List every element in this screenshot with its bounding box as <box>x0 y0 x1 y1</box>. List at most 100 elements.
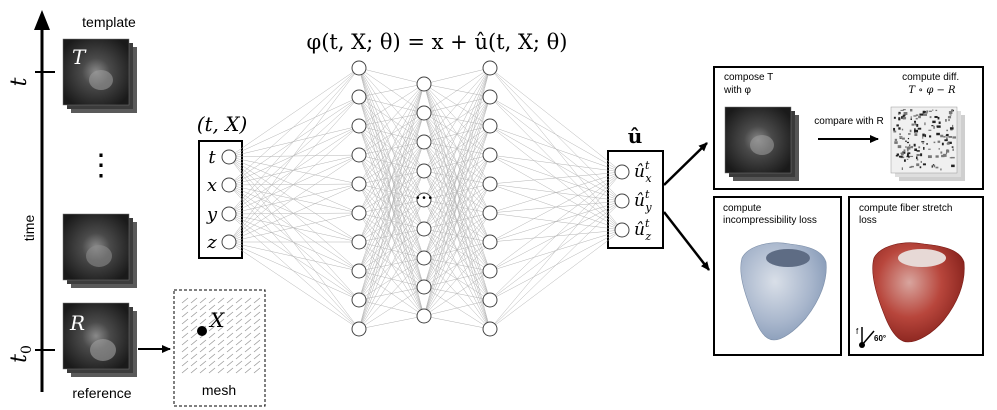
noise-speck <box>906 146 911 150</box>
mesh-segment <box>181 318 189 325</box>
network-edge <box>228 156 360 301</box>
network-edge <box>228 183 360 243</box>
noise-speck <box>907 149 909 152</box>
noise-speck <box>914 148 918 151</box>
noise-speck <box>935 109 938 112</box>
input-node <box>221 206 237 222</box>
mesh-segment <box>199 304 207 311</box>
hidden-node <box>416 134 432 150</box>
hidden-node <box>351 147 367 163</box>
network-edge <box>228 241 360 330</box>
noise-speck <box>908 133 911 135</box>
hidden-node <box>416 105 432 121</box>
mesh-segment <box>199 318 207 325</box>
network-edge <box>228 154 360 158</box>
reference-label: reference <box>72 385 131 401</box>
mesh-segment <box>244 367 252 374</box>
noise-speck <box>910 155 914 158</box>
mesh-segment <box>217 332 225 339</box>
frames-ellipsis: ⋮ <box>86 148 116 183</box>
mesh-point-label: X <box>208 308 225 332</box>
compose-panel: compose T with φ compare with R compute … <box>713 66 984 190</box>
noise-speck <box>901 137 905 140</box>
mesh-segment <box>199 297 207 304</box>
noise-speck <box>902 151 906 154</box>
mesh-segment <box>208 353 216 360</box>
noise-speck <box>941 154 945 158</box>
noise-speck <box>937 116 940 120</box>
mesh-segment <box>208 339 216 346</box>
network-edge <box>423 183 491 317</box>
mesh-segment <box>208 325 216 332</box>
mesh-segment <box>217 325 225 332</box>
incompressibility-panel: compute incompressibility loss <box>713 196 842 356</box>
network-edge <box>228 154 360 243</box>
difference-image-stack <box>890 106 965 181</box>
network-edge <box>228 125 360 243</box>
network-edge <box>228 241 360 301</box>
noise-speck <box>940 134 944 138</box>
fiber-axis-diagonal <box>861 330 875 346</box>
mesh-segment <box>208 304 216 311</box>
noise-speck <box>945 152 948 155</box>
mesh-segment <box>190 353 198 360</box>
mesh-segment <box>253 304 261 311</box>
noise-speck <box>898 127 901 130</box>
noise-speck <box>936 132 940 136</box>
mesh-segment <box>199 346 207 353</box>
output-node <box>614 193 630 209</box>
noise-speck <box>951 164 955 168</box>
hidden-node <box>482 89 498 105</box>
mesh-segment <box>181 360 189 367</box>
noise-speck <box>943 136 946 138</box>
noise-speck <box>943 153 947 157</box>
noise-speck <box>893 130 897 133</box>
noise-speck <box>934 115 938 118</box>
mesh-segment <box>244 332 252 339</box>
noise-speck <box>950 109 954 112</box>
noise-speck <box>947 116 952 119</box>
noise-speck <box>899 137 902 139</box>
input-label: y <box>206 204 218 225</box>
mesh-segment <box>226 311 234 318</box>
mesh-segment <box>244 325 252 332</box>
network-edge <box>228 96 360 243</box>
reference-image-stack <box>62 302 137 377</box>
heart-cavity-blue <box>766 249 810 267</box>
noise-speck <box>918 146 921 149</box>
noise-speck <box>909 129 912 133</box>
network-edge <box>358 315 425 330</box>
mesh-segment <box>181 304 189 311</box>
network-edge <box>423 67 491 201</box>
hidden-node <box>482 263 498 279</box>
mesh-segment <box>226 353 234 360</box>
hidden-node <box>351 205 367 221</box>
noise-speck <box>916 158 919 161</box>
timeline: time t t0 template T ⋮ R reference <box>7 10 171 401</box>
compose-label: compose T with φ <box>723 72 776 96</box>
t-label: t <box>7 77 32 86</box>
noise-speck <box>903 112 908 115</box>
noise-speck <box>893 116 896 119</box>
noise-speck <box>948 119 950 122</box>
network-edge <box>358 83 425 301</box>
mesh-segment <box>226 297 234 304</box>
noise-speck <box>950 156 955 159</box>
network-edge <box>228 156 360 272</box>
fiber-angle-label: 60° <box>874 334 886 343</box>
mesh-segment <box>181 353 189 360</box>
network-edge <box>489 200 623 330</box>
noise-speck <box>916 154 920 157</box>
t0-subscript: 0 <box>19 345 35 354</box>
noise-speck <box>937 140 941 143</box>
noise-speck <box>936 125 941 128</box>
mesh-segment <box>253 367 261 374</box>
noise-speck <box>952 109 954 112</box>
mesh-segment <box>190 332 198 339</box>
network-edge <box>358 257 425 330</box>
mesh-segment <box>190 304 198 311</box>
noise-speck <box>929 135 932 138</box>
network-connections <box>228 67 623 330</box>
mesh-segment <box>235 325 243 332</box>
